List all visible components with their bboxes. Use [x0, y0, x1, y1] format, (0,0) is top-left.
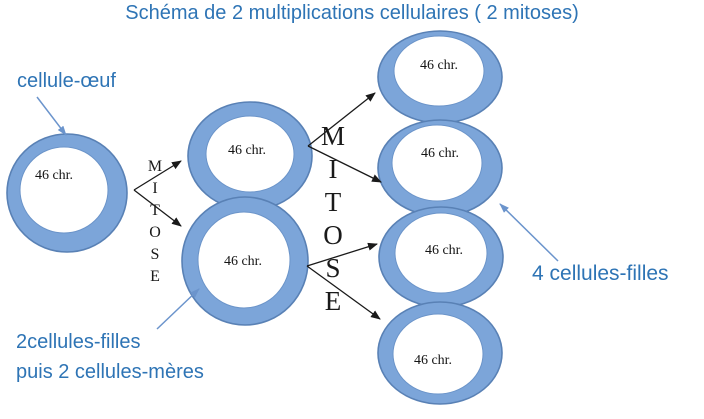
two-daughters-line2: puis 2 cellules-mères	[16, 361, 204, 383]
four-daughters-label: 4 cellules-filles	[532, 262, 669, 285]
right-cell-4	[377, 301, 503, 405]
mitose-1-letter: I	[152, 180, 158, 197]
arrow-midtop-to-right2	[307, 145, 382, 183]
arrow-egg-to-middle-bottom	[133, 189, 182, 227]
two-daughters-label: 2cellules-filles puis 2 cellules-mères	[16, 327, 204, 387]
right-cell-2-chromosome-count: 46 chr.	[420, 146, 460, 161]
mitose-1-letter: S	[150, 246, 160, 263]
diagram-title: Schéma de 2 multiplications cellulaires …	[125, 2, 579, 24]
middle-bottom-cell	[181, 196, 309, 326]
mitose-2-letter: M	[320, 121, 345, 151]
right-cell-2	[377, 119, 503, 217]
arrow-midbottom-to-right4	[306, 265, 381, 320]
mitose-text-2: M I T O S E	[315, 120, 351, 318]
egg-cell-chromosome-count: 46 chr.	[34, 168, 74, 183]
mitose-2-letter: S	[325, 253, 341, 283]
mitose-1-letter: E	[150, 268, 160, 285]
mitose-1-letter: M	[147, 158, 163, 175]
right-cell-3-chromosome-count: 46 chr.	[424, 243, 464, 258]
arrow-egg-to-middle-top	[133, 160, 182, 191]
mitose-1-letter: O	[149, 224, 161, 241]
egg-cell-label: cellule-œuf	[17, 70, 116, 92]
right-cell-3	[378, 206, 504, 308]
mitose-2-letter: O	[323, 220, 343, 250]
arrow-midtop-to-right1	[307, 92, 376, 147]
mitose-2-letter: E	[324, 286, 342, 316]
mitose-2-letter: I	[328, 154, 338, 184]
mitose-2-letter: T	[324, 187, 342, 217]
mitose-text-1: M I T O S E	[141, 156, 169, 288]
right-cell-1	[377, 30, 503, 124]
mitose-1-letter: T	[150, 202, 160, 219]
arrow-midbottom-to-right3	[306, 242, 378, 267]
middle-top-cell-chromosome-count: 46 chr.	[227, 143, 267, 158]
middle-top-cell	[187, 101, 313, 211]
right-cell-1-chromosome-count: 46 chr.	[419, 58, 459, 73]
arrow-four-daughters-pointer	[499, 203, 559, 262]
arrow-two-daughters-pointer	[156, 288, 200, 330]
right-cell-4-chromosome-count: 46 chr.	[413, 353, 453, 368]
arrow-egg-label-pointer	[36, 96, 67, 136]
two-daughters-line1: 2cellules-filles	[16, 331, 141, 353]
egg-cell	[6, 133, 128, 253]
middle-bottom-cell-chromosome-count: 46 chr.	[223, 254, 263, 269]
